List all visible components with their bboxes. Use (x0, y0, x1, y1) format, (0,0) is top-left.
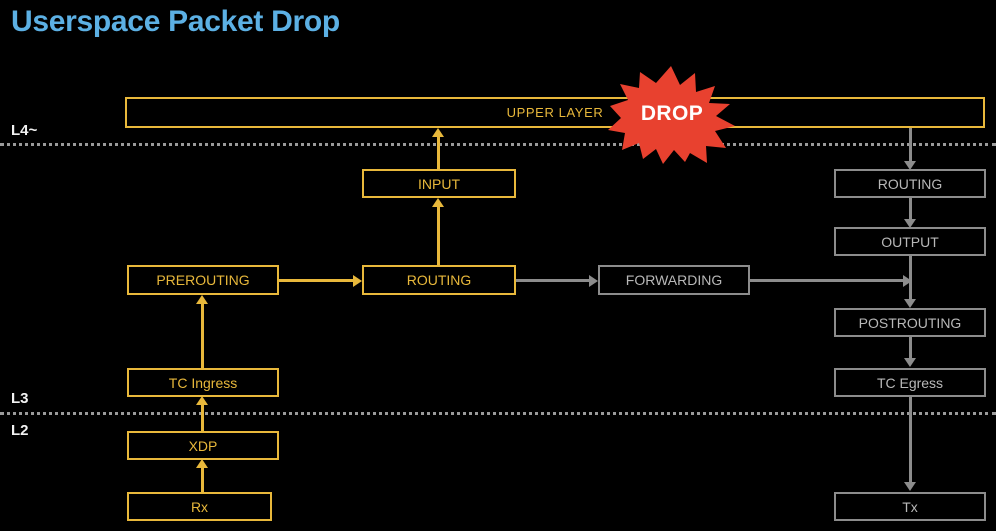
arrowhead-prerouting (196, 295, 208, 304)
arrowhead-tx (904, 482, 916, 491)
node-xdp[interactable]: XDP (127, 431, 279, 460)
arrowhead-tcingress (196, 396, 208, 405)
connector-input-to-upperlayer (437, 136, 440, 170)
node-prerouting[interactable]: PREROUTING (127, 265, 279, 295)
layer-divider-l3-l2 (0, 412, 996, 415)
layer-divider-l4 (0, 143, 996, 146)
arrowhead-upperlayer (432, 128, 444, 137)
layer-label-l3: L3 (11, 390, 29, 407)
node-rx[interactable]: Rx (127, 492, 272, 521)
arrowhead-forwarding (589, 275, 598, 287)
drop-starburst: DROP (606, 64, 736, 164)
connector-output-to-postrouting (909, 256, 912, 300)
connector-rx-to-xdp (201, 467, 204, 492)
arrowhead-tcegress (904, 358, 916, 367)
connector-routing-to-forwarding (515, 279, 590, 282)
node-routing-left[interactable]: ROUTING (362, 265, 516, 295)
arrowhead-routing-left (353, 275, 362, 287)
connector-routing-right-to-output (909, 198, 912, 220)
connector-forwarding-to-trunk (750, 279, 905, 282)
node-postrouting[interactable]: POSTROUTING (834, 308, 986, 337)
node-routing-right[interactable]: ROUTING (834, 169, 986, 198)
node-input[interactable]: INPUT (362, 169, 516, 198)
connector-xdp-to-tcingress (201, 404, 204, 431)
drop-label: DROP (640, 102, 704, 125)
starburst-shape (608, 66, 735, 164)
connector-tcegress-to-tx (909, 397, 912, 483)
node-forwarding[interactable]: FORWARDING (598, 265, 750, 295)
arrowhead-postrouting (904, 299, 916, 308)
connector-prerouting-to-routing (279, 279, 354, 282)
connector-upperlayer-to-routing-right (909, 128, 912, 162)
node-tc-egress[interactable]: TC Egress (834, 368, 986, 397)
node-tx[interactable]: Tx (834, 492, 986, 521)
layer-label-l2: L2 (11, 422, 29, 439)
arrowhead-routing-right (904, 161, 916, 170)
arrowhead-input (432, 198, 444, 207)
node-output[interactable]: OUTPUT (834, 227, 986, 256)
connector-postrouting-to-tcegress (909, 337, 912, 359)
connector-tcingress-to-prerouting (201, 303, 204, 368)
node-tc-ingress[interactable]: TC Ingress (127, 368, 279, 397)
page-title: Userspace Packet Drop (11, 5, 340, 38)
node-upper-layer[interactable]: UPPER LAYER (125, 97, 985, 128)
layer-label-l4: L4~ (11, 122, 38, 139)
connector-routing-to-input (437, 206, 440, 267)
arrowhead-xdp (196, 459, 208, 468)
arrowhead-trunk-join (903, 275, 912, 287)
arrowhead-output (904, 219, 916, 228)
